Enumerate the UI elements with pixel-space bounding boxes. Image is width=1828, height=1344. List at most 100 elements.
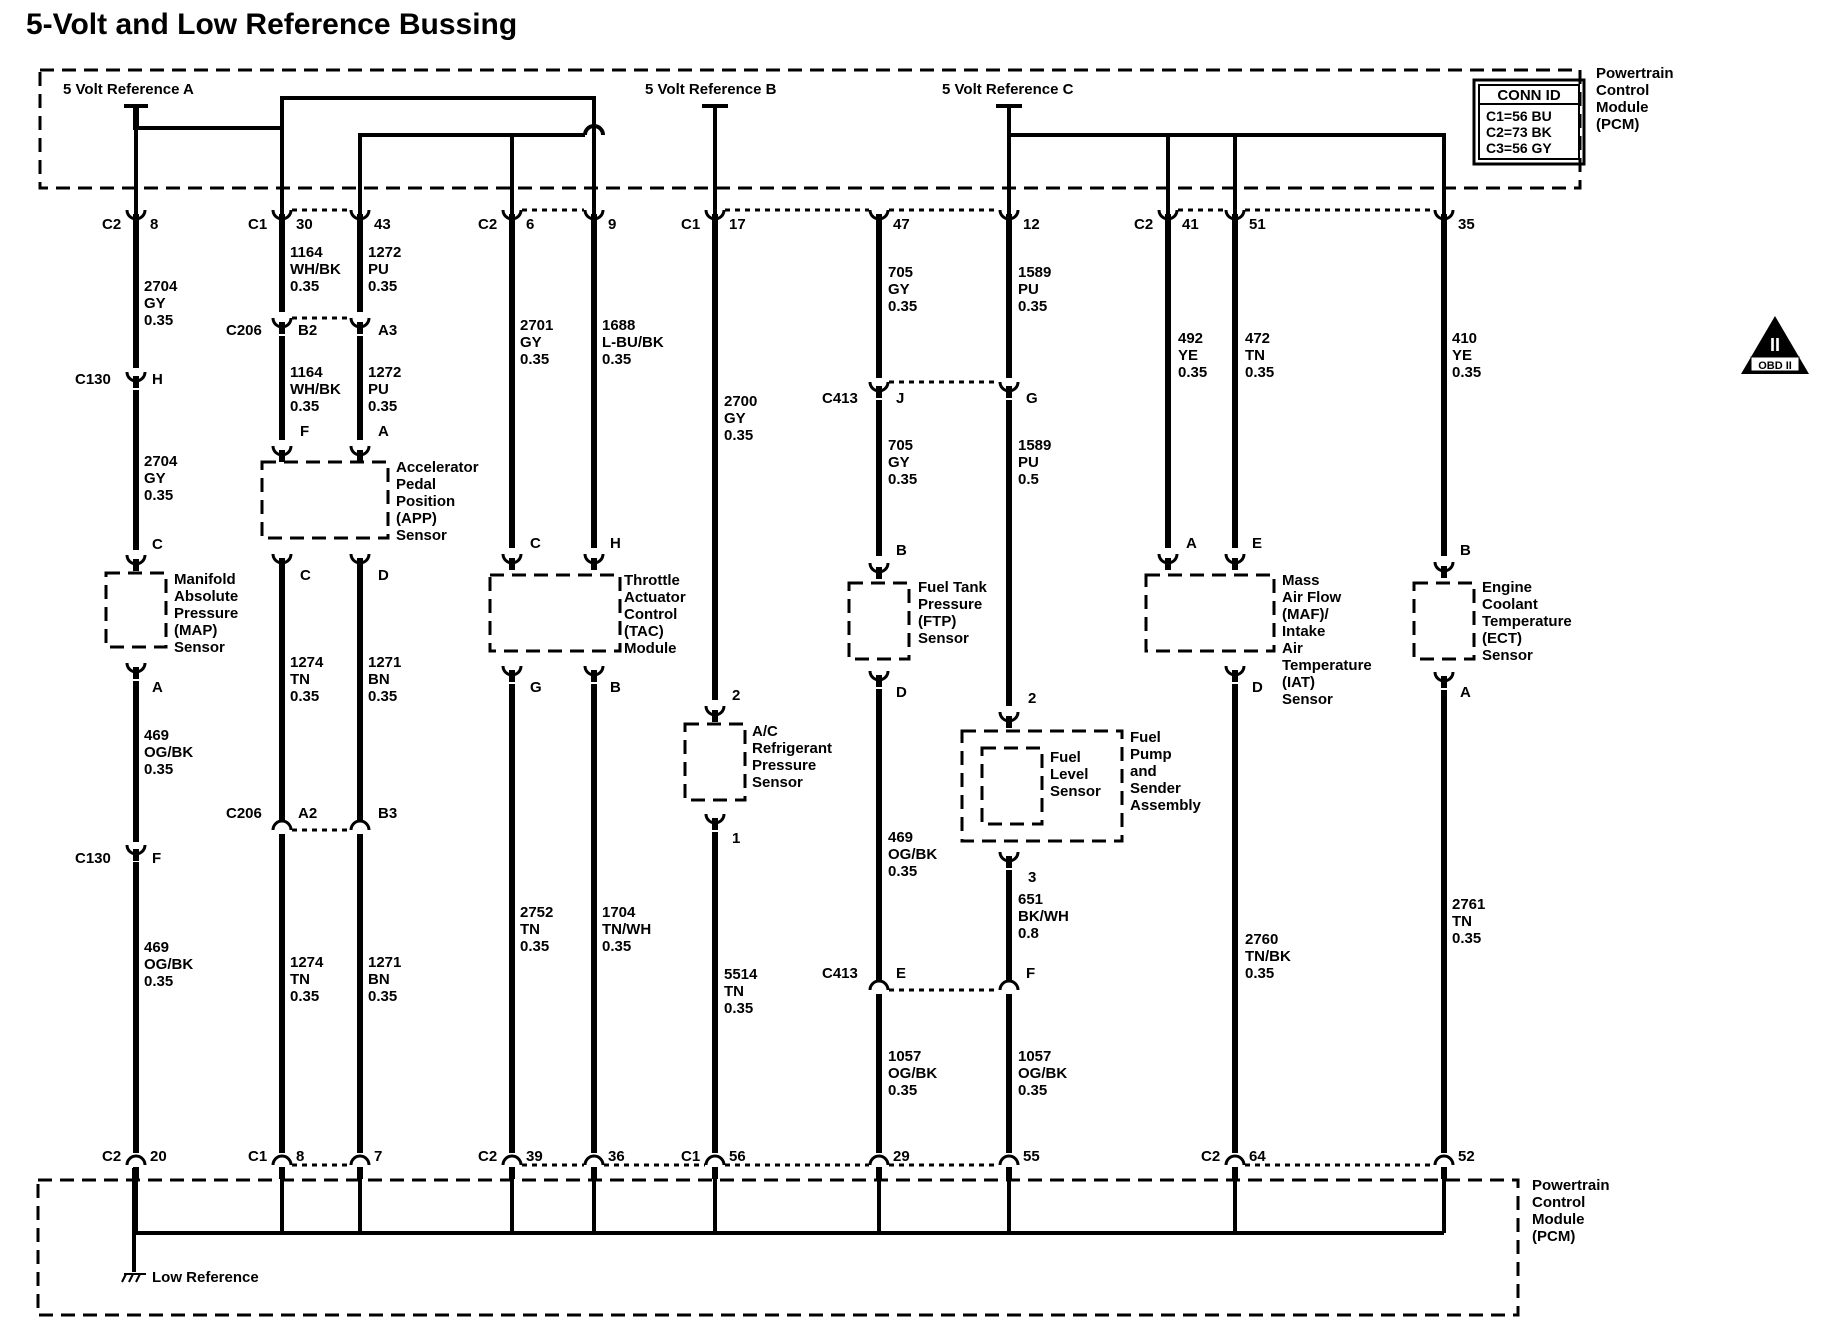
low-ref-label: Low Reference <box>152 1269 259 1286</box>
wire-label: 5514 <box>724 966 758 983</box>
wire-label: GY <box>888 281 910 298</box>
bottom-connector-pin-number: 39 <box>526 1148 543 1165</box>
wire-label: BN <box>368 971 390 988</box>
top-connector-id: C2 <box>1134 216 1153 233</box>
top-connector-pin-number: 51 <box>1249 216 1266 233</box>
c413-e-cup <box>868 979 890 991</box>
wire-label: 0.8 <box>1018 925 1039 942</box>
obd-badge-roman: II <box>1770 335 1780 355</box>
top-connector-pin <box>509 214 515 226</box>
wire-label: 492 <box>1178 330 1203 347</box>
ref-b-bus-crossover <box>583 124 605 136</box>
conn-id-box: CONN ID C1=56 BU C2=73 BK C3=56 GY <box>1472 78 1586 166</box>
bottom-connector-pin-number: 8 <box>296 1148 304 1165</box>
c206-pin: B3 <box>378 805 397 822</box>
bottom-connector-pin-number: 64 <box>1249 1148 1266 1165</box>
map-pin-c-pin <box>133 559 139 571</box>
maf-sensor-name: Mass <box>1282 572 1320 589</box>
app-pin-d-pin <box>357 558 363 570</box>
bottom-connector-pin <box>133 1167 139 1179</box>
pcm-bottom-label-4: (PCM) <box>1532 1228 1575 1245</box>
ac-pin-2-pin <box>712 710 718 722</box>
wire-label: 1057 <box>888 1048 921 1065</box>
bottom-connector-cup <box>271 1154 293 1166</box>
wire-label: 1704 <box>602 904 636 921</box>
wire-label: 2761 <box>1452 896 1485 913</box>
bottom-connector-pin <box>357 1167 363 1179</box>
app-sensor-box <box>260 460 390 540</box>
top-connector-pin-number: 47 <box>893 216 910 233</box>
wire-label: 2700 <box>724 393 757 410</box>
map-sensor-name: (MAP) <box>174 622 217 639</box>
c206-label: C206 <box>226 322 262 339</box>
top-connector-pin <box>1165 214 1171 226</box>
wire-label: TN <box>1452 913 1472 930</box>
bottom-connector-cup <box>349 1154 371 1166</box>
app-pin-label: C <box>300 567 311 584</box>
wire-label: OG/BK <box>144 956 193 973</box>
c413-label: C413 <box>822 390 858 407</box>
bottom-connector-pin-number: 20 <box>150 1148 167 1165</box>
wire-label: GY <box>144 295 166 312</box>
bottom-connector-id: C2 <box>102 1148 121 1165</box>
c206-b2-pin <box>279 322 285 334</box>
ac-sensor-name: Sensor <box>752 774 803 791</box>
ac-pin-label: 2 <box>732 687 740 704</box>
wire-label: OG/BK <box>144 744 193 761</box>
wire-label: 1271 <box>368 654 401 671</box>
ref-c-label: 5 Volt Reference C <box>942 81 1074 98</box>
bottom-connector-pin <box>509 1167 515 1179</box>
wire-label: GY <box>520 334 542 351</box>
pcm-top-label-2: Control <box>1596 82 1649 99</box>
wire-label: 1271 <box>368 954 401 971</box>
app-pin-label: A <box>378 423 389 440</box>
top-connector-pin-number: 17 <box>729 216 746 233</box>
bottom-connector-pin-number: 52 <box>1458 1148 1475 1165</box>
c413-pin: E <box>896 965 906 982</box>
fuel-pump-name: Fuel <box>1130 729 1161 746</box>
wire-label: 0.35 <box>1018 298 1047 315</box>
wire-label: TN/BK <box>1245 948 1291 965</box>
wire-label: 0.35 <box>520 351 549 368</box>
wire-label: 469 <box>144 939 169 956</box>
wire-label: 0.35 <box>1452 930 1481 947</box>
c130-h-pin <box>133 376 139 388</box>
ground-icon <box>121 1273 146 1283</box>
wire-label: 0.35 <box>888 863 917 880</box>
tac-module-name: Control <box>624 606 677 623</box>
wire-label: 2760 <box>1245 931 1278 948</box>
bottom-connector-cup <box>501 1154 523 1166</box>
fuel-pump-name: Pump <box>1130 746 1172 763</box>
pcm-bottom-label-3: Module <box>1532 1211 1585 1228</box>
wire-label: GY <box>724 410 746 427</box>
maf-sensor-name: Air <box>1282 640 1303 657</box>
wire-label: 1164 <box>290 364 323 381</box>
fuel-level-pin-label: 3 <box>1028 869 1036 886</box>
wire-label: 0.35 <box>144 487 173 504</box>
wire-label: OG/BK <box>888 846 937 863</box>
ftp-sensor-name: (FTP) <box>918 613 956 630</box>
wire-label: 0.35 <box>144 761 173 778</box>
ect-pin-b-pin <box>1441 566 1447 578</box>
tac-module-name: Throttle <box>624 572 680 589</box>
c206-b3-cup <box>349 819 371 831</box>
wire-label: 0.35 <box>368 398 397 415</box>
c206-pin: A2 <box>298 805 317 822</box>
top-connector-id: C1 <box>681 216 700 233</box>
ect-sensor-name: Coolant <box>1482 596 1538 613</box>
conn-id-header: CONN ID <box>1497 87 1561 104</box>
app-pin-a-pin <box>357 450 363 462</box>
wire-label: BN <box>368 671 390 688</box>
top-connector-pin-number: 30 <box>296 216 313 233</box>
top-connector-pin-number: 41 <box>1182 216 1199 233</box>
wire-label: 0.35 <box>368 688 397 705</box>
ftp-pin-d-pin <box>876 675 882 687</box>
map-sensor-box <box>104 571 168 649</box>
app-sensor-name: Accelerator <box>396 459 479 476</box>
bottom-connector-id: C2 <box>1201 1148 1220 1165</box>
wire-label: 469 <box>888 829 913 846</box>
c130-pin: H <box>152 371 163 388</box>
wire-label: WH/BK <box>290 261 341 278</box>
app-sensor-name: Sensor <box>396 527 447 544</box>
